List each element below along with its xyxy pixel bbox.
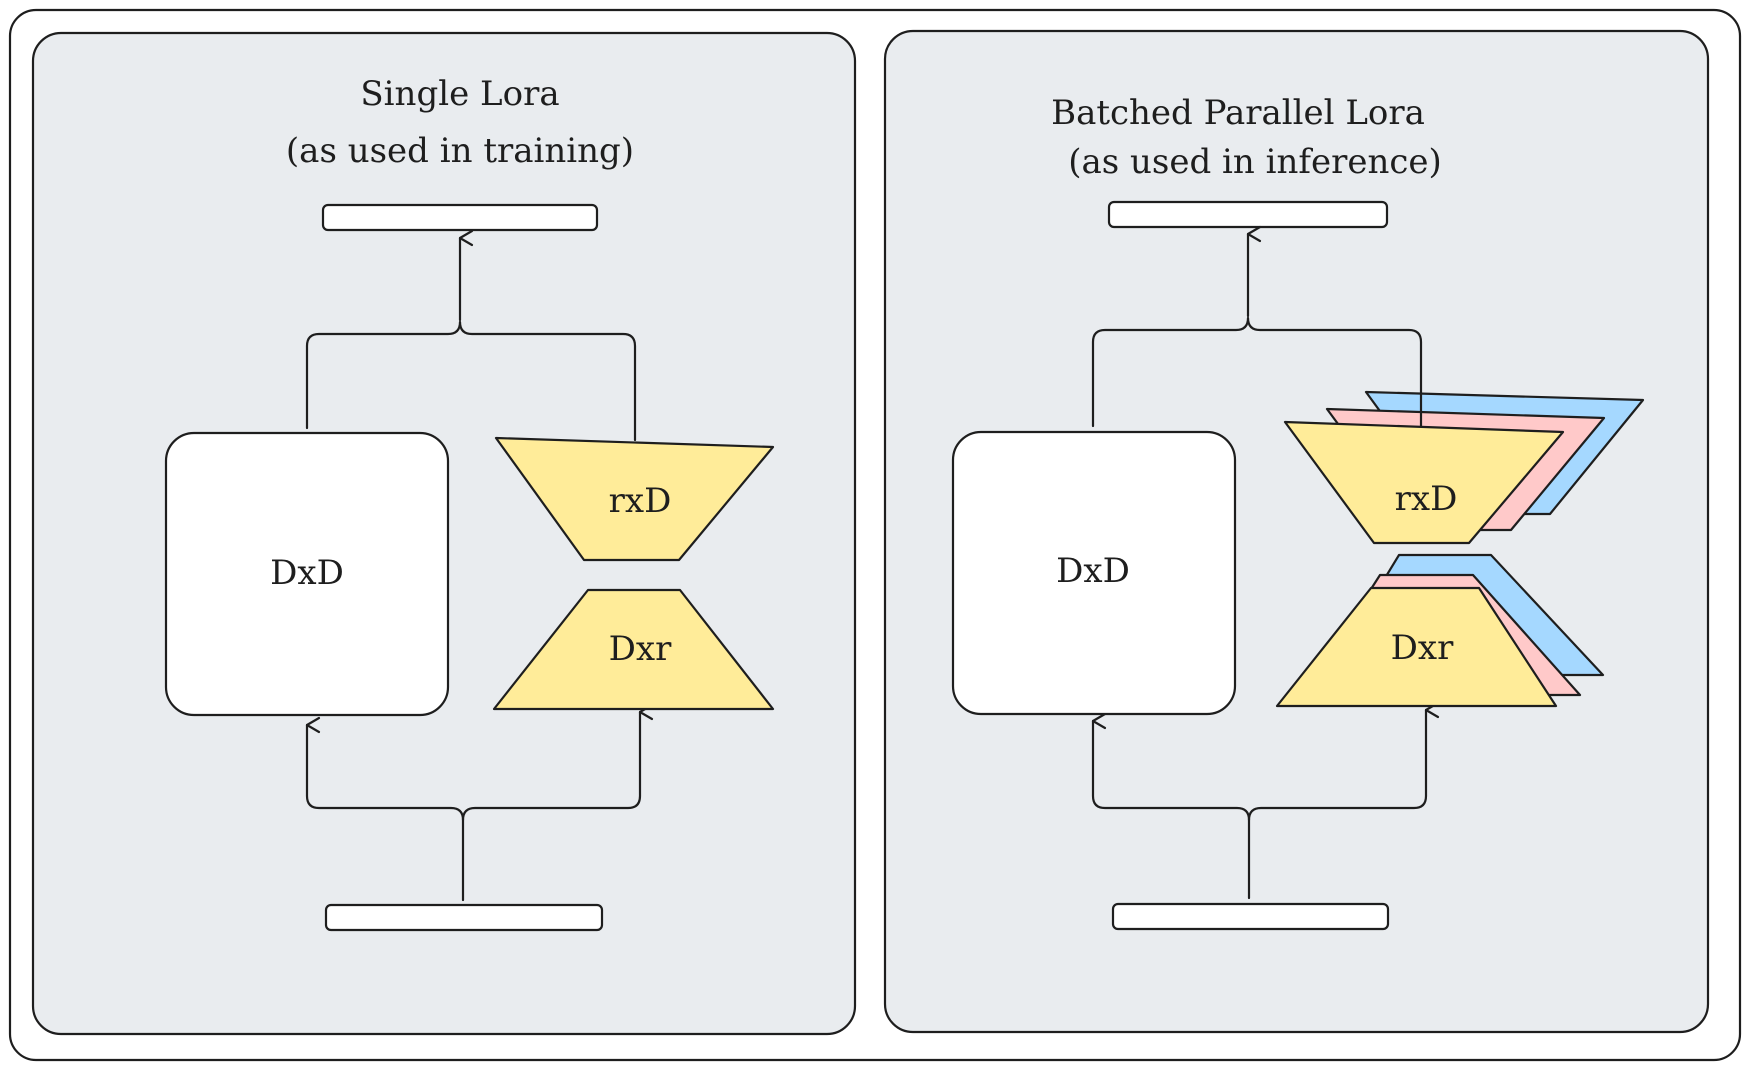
lora-up-projection bbox=[492, 588, 775, 711]
output-vector bbox=[321, 203, 599, 232]
lora-up-label: Dxr bbox=[1391, 628, 1454, 668]
input-arrow-to-weight bbox=[1091, 712, 1251, 900]
weight-matrix-label: DxD bbox=[270, 553, 344, 593]
input-vector bbox=[1111, 902, 1390, 931]
input-arrow-to-adapters bbox=[1247, 701, 1440, 822]
lora-down-label: rxD bbox=[609, 481, 672, 521]
panel-batched-parallel-lora: Batched Parallel Lora (as used in infere… bbox=[883, 29, 1710, 1034]
weight-matrix-block bbox=[164, 431, 450, 717]
output-merge-connector bbox=[305, 320, 637, 442]
input-vector bbox=[324, 903, 604, 932]
lora-down-projection-yellow bbox=[1283, 420, 1565, 545]
lora-up-projection-yellow bbox=[1275, 586, 1558, 708]
lora-down-projection bbox=[494, 436, 775, 562]
output-merge-connector bbox=[1091, 316, 1423, 432]
weight-matrix-label: DxD bbox=[1056, 551, 1130, 591]
weight-matrix-block bbox=[951, 430, 1237, 716]
panel-title-line1: Single Lora bbox=[360, 74, 559, 114]
output-vector bbox=[1107, 200, 1389, 229]
lora-up-label: Dxr bbox=[609, 629, 672, 669]
panel-title-line2: (as used in inference) bbox=[1068, 142, 1442, 182]
input-arrow-to-weight bbox=[305, 716, 465, 902]
input-arrow-to-adapter bbox=[461, 703, 654, 822]
panel-single-lora: Single Lora (as used in training) DxD rx… bbox=[31, 31, 857, 1036]
panel-title-line2: (as used in training) bbox=[286, 131, 634, 171]
panel-background bbox=[883, 29, 1710, 1034]
lora-down-label: rxD bbox=[1395, 479, 1458, 519]
panel-title-line1: Batched Parallel Lora bbox=[1051, 93, 1425, 133]
